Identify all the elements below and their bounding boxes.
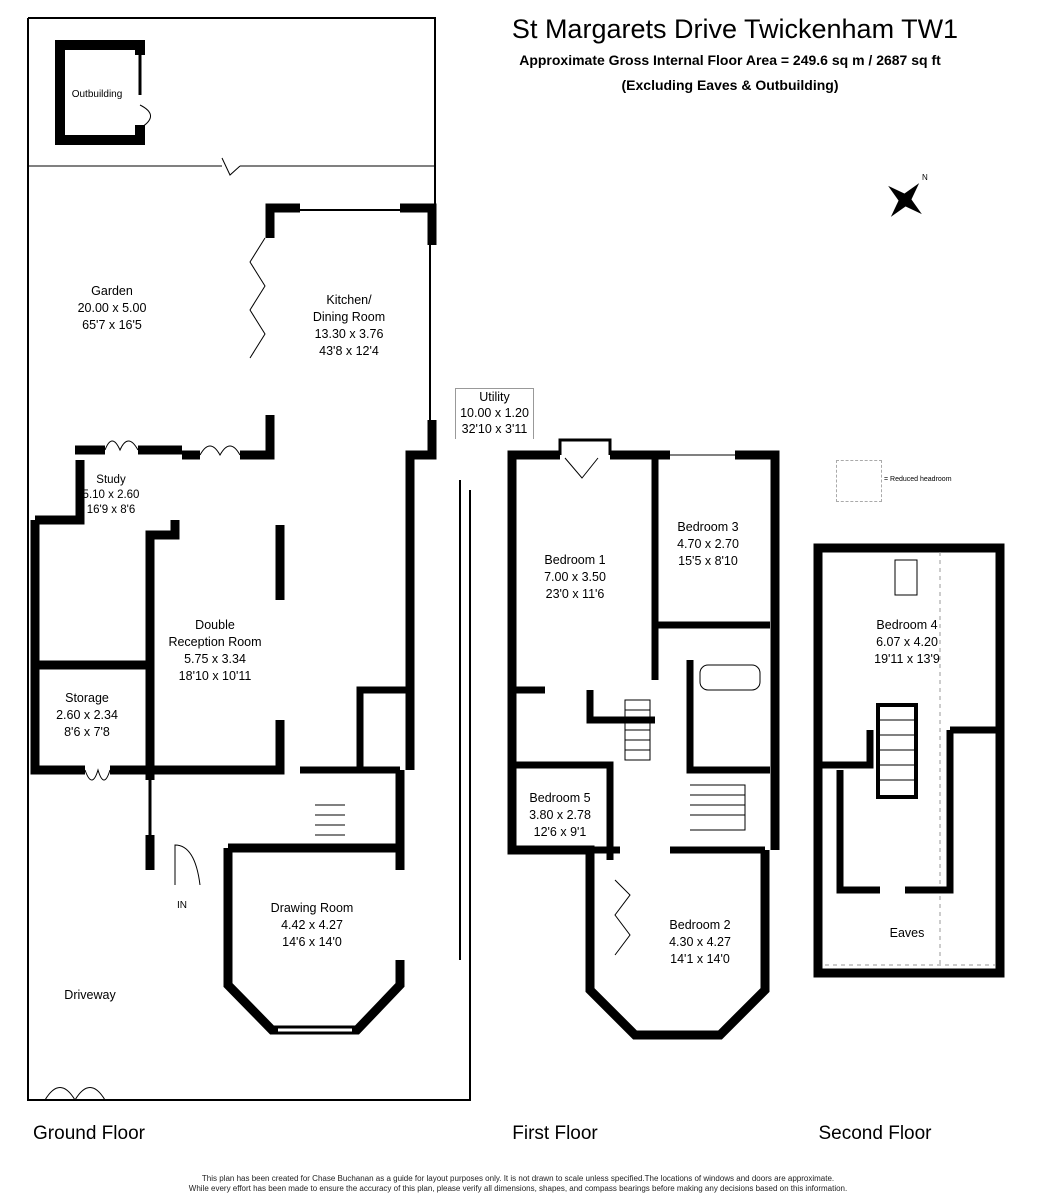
room-study: Study 5.10 x 2.60 16'9 x 8'6 — [83, 473, 140, 518]
room-kitchen: Kitchen/ Dining Room 13.30 x 3.76 43'8 x… — [313, 292, 385, 360]
outbuilding-door — [139, 104, 151, 128]
room-size-metric: 6.07 x 4.20 — [876, 635, 938, 649]
reduced-headroom-swatch — [836, 460, 882, 502]
room-size-metric: 5.75 x 3.34 — [184, 652, 246, 666]
room-name: Reception Room — [168, 635, 262, 649]
bathtub — [699, 664, 761, 691]
room-name: Garden — [91, 284, 133, 298]
room-size-imperial: 12'6 x 9'1 — [533, 825, 587, 839]
compass-icon: N — [888, 173, 928, 217]
room-bedroom-2: Bedroom 2 4.30 x 4.27 14'1 x 14'0 — [669, 917, 731, 968]
second-floor-outer-walls — [813, 543, 1005, 978]
room-double-reception: Double Reception Room 5.75 x 3.34 18'10 … — [168, 617, 261, 685]
entrance-label: IN — [177, 900, 187, 911]
room-bedroom-3: Bedroom 3 4.70 x 2.70 15'5 x 8'10 — [677, 519, 739, 570]
skylight — [894, 559, 918, 596]
second-floor-label: Second Floor — [818, 1123, 932, 1144]
room-name: Kitchen/ — [326, 293, 372, 307]
room-bedroom-4: Bedroom 4 6.07 x 4.20 19'11 x 13'9 — [874, 617, 940, 668]
garden-boundary — [28, 17, 436, 205]
first-floor-label: First Floor — [512, 1123, 598, 1144]
room-name: Bedroom 3 — [677, 520, 739, 534]
second-floor-plan — [813, 543, 1005, 978]
second-floor-inner-walls — [822, 726, 996, 894]
room-name: Drawing Room — [270, 901, 354, 915]
reception-doors — [199, 445, 241, 457]
room-size-metric: 7.00 x 3.50 — [544, 570, 606, 584]
reduced-headroom-lines — [825, 552, 995, 966]
first-floor-outer-walls — [507, 450, 780, 1040]
room-bedroom-1: Bedroom 1 7.00 x 3.50 23'0 x 11'6 — [544, 552, 606, 603]
room-name: Study — [96, 474, 126, 486]
gross-area: Approximate Gross Internal Floor Area = … — [519, 52, 941, 68]
room-size-imperial: 15'5 x 8'10 — [678, 554, 738, 568]
room-size-imperial: 16'9 x 8'6 — [86, 504, 136, 516]
eaves-label: Eaves — [889, 926, 925, 940]
room-name: Bedroom 5 — [529, 791, 591, 805]
front-door — [174, 844, 201, 886]
room-name: Double — [195, 618, 235, 632]
room-size-imperial: 14'1 x 14'0 — [670, 952, 730, 966]
room-bedroom-5: Bedroom 5 3.80 x 2.78 12'6 x 9'1 — [529, 790, 591, 841]
room-name: Bedroom 4 — [876, 618, 938, 632]
stairs-second — [876, 703, 918, 799]
room-size-metric: 10.00 x 1.20 — [460, 406, 529, 420]
room-drawing-room: Drawing Room 4.42 x 4.27 14'6 x 14'0 — [271, 900, 354, 951]
outbuilding-walls — [55, 40, 145, 145]
room-size-imperial: 23'0 x 11'6 — [545, 587, 605, 601]
driveway-label: Driveway — [64, 988, 116, 1002]
stairs-first — [624, 699, 746, 831]
wardrobe-doors — [614, 879, 631, 956]
stairs-ground — [315, 804, 345, 836]
reduced-headroom-label: = Reduced headroom — [884, 476, 952, 483]
room-size-imperial: 19'11 x 13'9 — [874, 652, 940, 666]
disclaimer-line-2: While every effort has been made to ensu… — [188, 1184, 848, 1193]
folding-doors — [249, 237, 266, 359]
svg-text:N: N — [922, 173, 928, 182]
bedroom1-door-niche — [558, 438, 612, 455]
room-size-imperial: 43'8 x 12'4 — [319, 344, 379, 358]
room-size-metric: 3.80 x 2.78 — [529, 808, 591, 822]
room-size-metric: 4.30 x 4.27 — [669, 935, 731, 949]
room-size-metric: 20.00 x 5.00 — [77, 301, 147, 315]
room-size-imperial: 14'6 x 14'0 — [282, 935, 342, 949]
room-storage: Storage 2.60 x 2.34 8'6 x 7'8 — [56, 690, 118, 741]
ground-floor-label: Ground Floor — [33, 1123, 145, 1144]
outbuilding-label: Outbuilding — [71, 89, 123, 100]
garden-gate — [221, 157, 241, 176]
room-name: Bedroom 1 — [544, 553, 606, 567]
room-size-metric: 5.10 x 2.60 — [82, 489, 140, 501]
room-size-imperial: 65'7 x 16'5 — [82, 318, 142, 332]
room-size-metric: 2.60 x 2.34 — [56, 708, 118, 722]
plot-boundary — [27, 18, 471, 1101]
disclaimer-line-1: This plan has been created for Chase Buc… — [201, 1174, 835, 1183]
storage-doors — [84, 768, 111, 781]
room-size-metric: 4.42 x 4.27 — [281, 918, 343, 932]
room-size-imperial: 8'6 x 7'8 — [64, 725, 110, 739]
wc-walls — [300, 686, 410, 774]
room-name: Dining Room — [312, 310, 386, 324]
room-name: Storage — [65, 691, 109, 705]
first-floor-plan — [507, 438, 780, 1040]
room-name: Utility — [479, 390, 510, 404]
room-utility: Utility 10.00 x 1.20 32'10 x 3'11 — [455, 388, 534, 439]
driveway-gate — [44, 1087, 106, 1101]
room-garden: Garden 20.00 x 5.00 65'7 x 16'5 — [78, 283, 147, 334]
bedroom-divider — [508, 455, 770, 860]
kitchen-walls — [265, 203, 437, 770]
room-name: Bedroom 2 — [669, 918, 731, 932]
study-doors — [104, 440, 139, 452]
room-size-imperial: 32'10 x 3'11 — [461, 422, 528, 436]
reception-walls — [150, 450, 285, 775]
room-size-metric: 13.30 x 3.76 — [314, 327, 384, 341]
area-note: (Excluding Eaves & Outbuilding) — [621, 77, 839, 93]
ground-floor-plan — [27, 17, 471, 1101]
plan-title: St Margarets Drive Twickenham TW1 — [511, 14, 959, 44]
room-size-imperial: 18'10 x 10'11 — [178, 669, 252, 683]
study-walls — [30, 445, 182, 775]
room-size-metric: 4.70 x 2.70 — [677, 537, 739, 551]
